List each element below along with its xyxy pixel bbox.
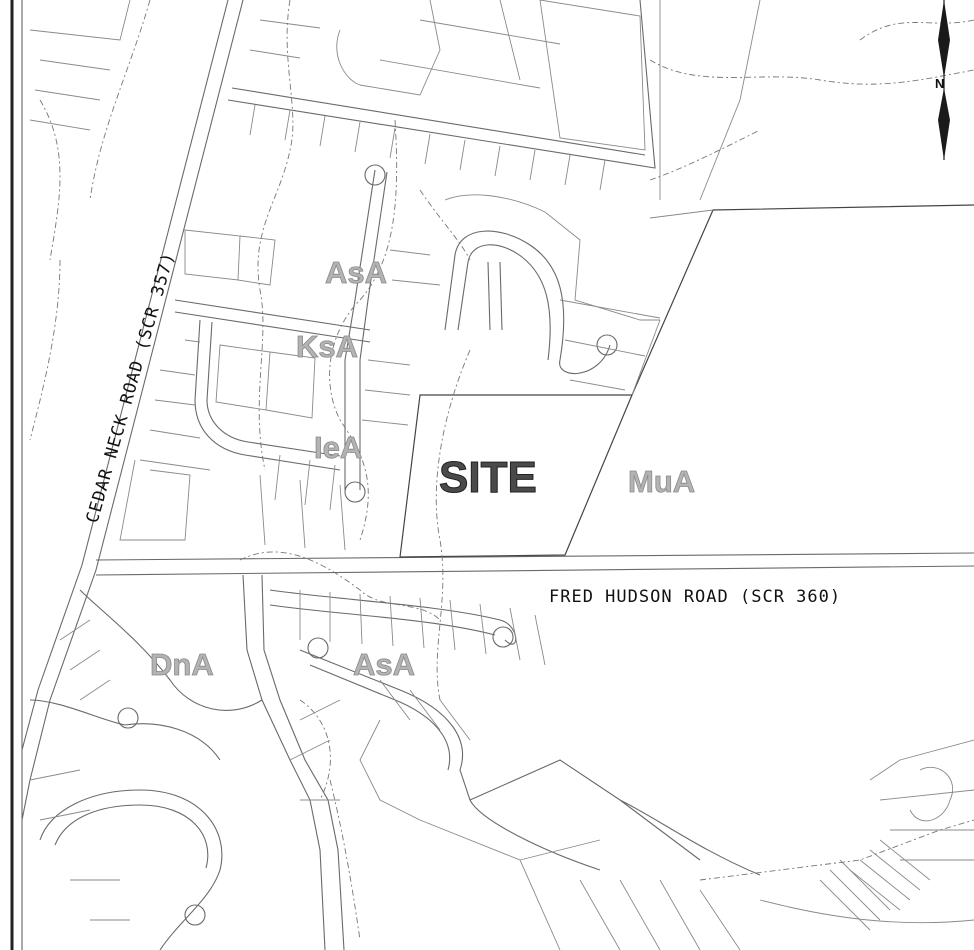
north-arrow-icon: N bbox=[935, 0, 950, 160]
south-access-road bbox=[242, 574, 345, 950]
central-subdivision bbox=[119, 164, 661, 551]
soil-boundaries bbox=[29, 0, 974, 941]
north-label: N bbox=[935, 76, 944, 91]
fred-hudson-road-label: FRED HUDSON ROAD (SCR 360) bbox=[549, 587, 841, 607]
soil-label-dna: DnA bbox=[150, 647, 214, 682]
mua-parcel bbox=[631, 0, 974, 396]
soil-label-iea: IeA bbox=[314, 430, 362, 465]
south-subdivision bbox=[29, 589, 974, 950]
soil-label-asa-south: AsA bbox=[353, 647, 415, 682]
site-parcel bbox=[399, 394, 633, 558]
north-subdivision bbox=[29, 0, 656, 191]
site-label: SITE bbox=[439, 453, 537, 502]
fred-hudson-road bbox=[95, 552, 974, 576]
soil-label-ksa: KsA bbox=[296, 329, 358, 364]
soil-label-mua: MuA bbox=[628, 464, 695, 499]
cedar-neck-road bbox=[21, 0, 244, 821]
soil-label-asa-north: AsA bbox=[325, 255, 387, 290]
